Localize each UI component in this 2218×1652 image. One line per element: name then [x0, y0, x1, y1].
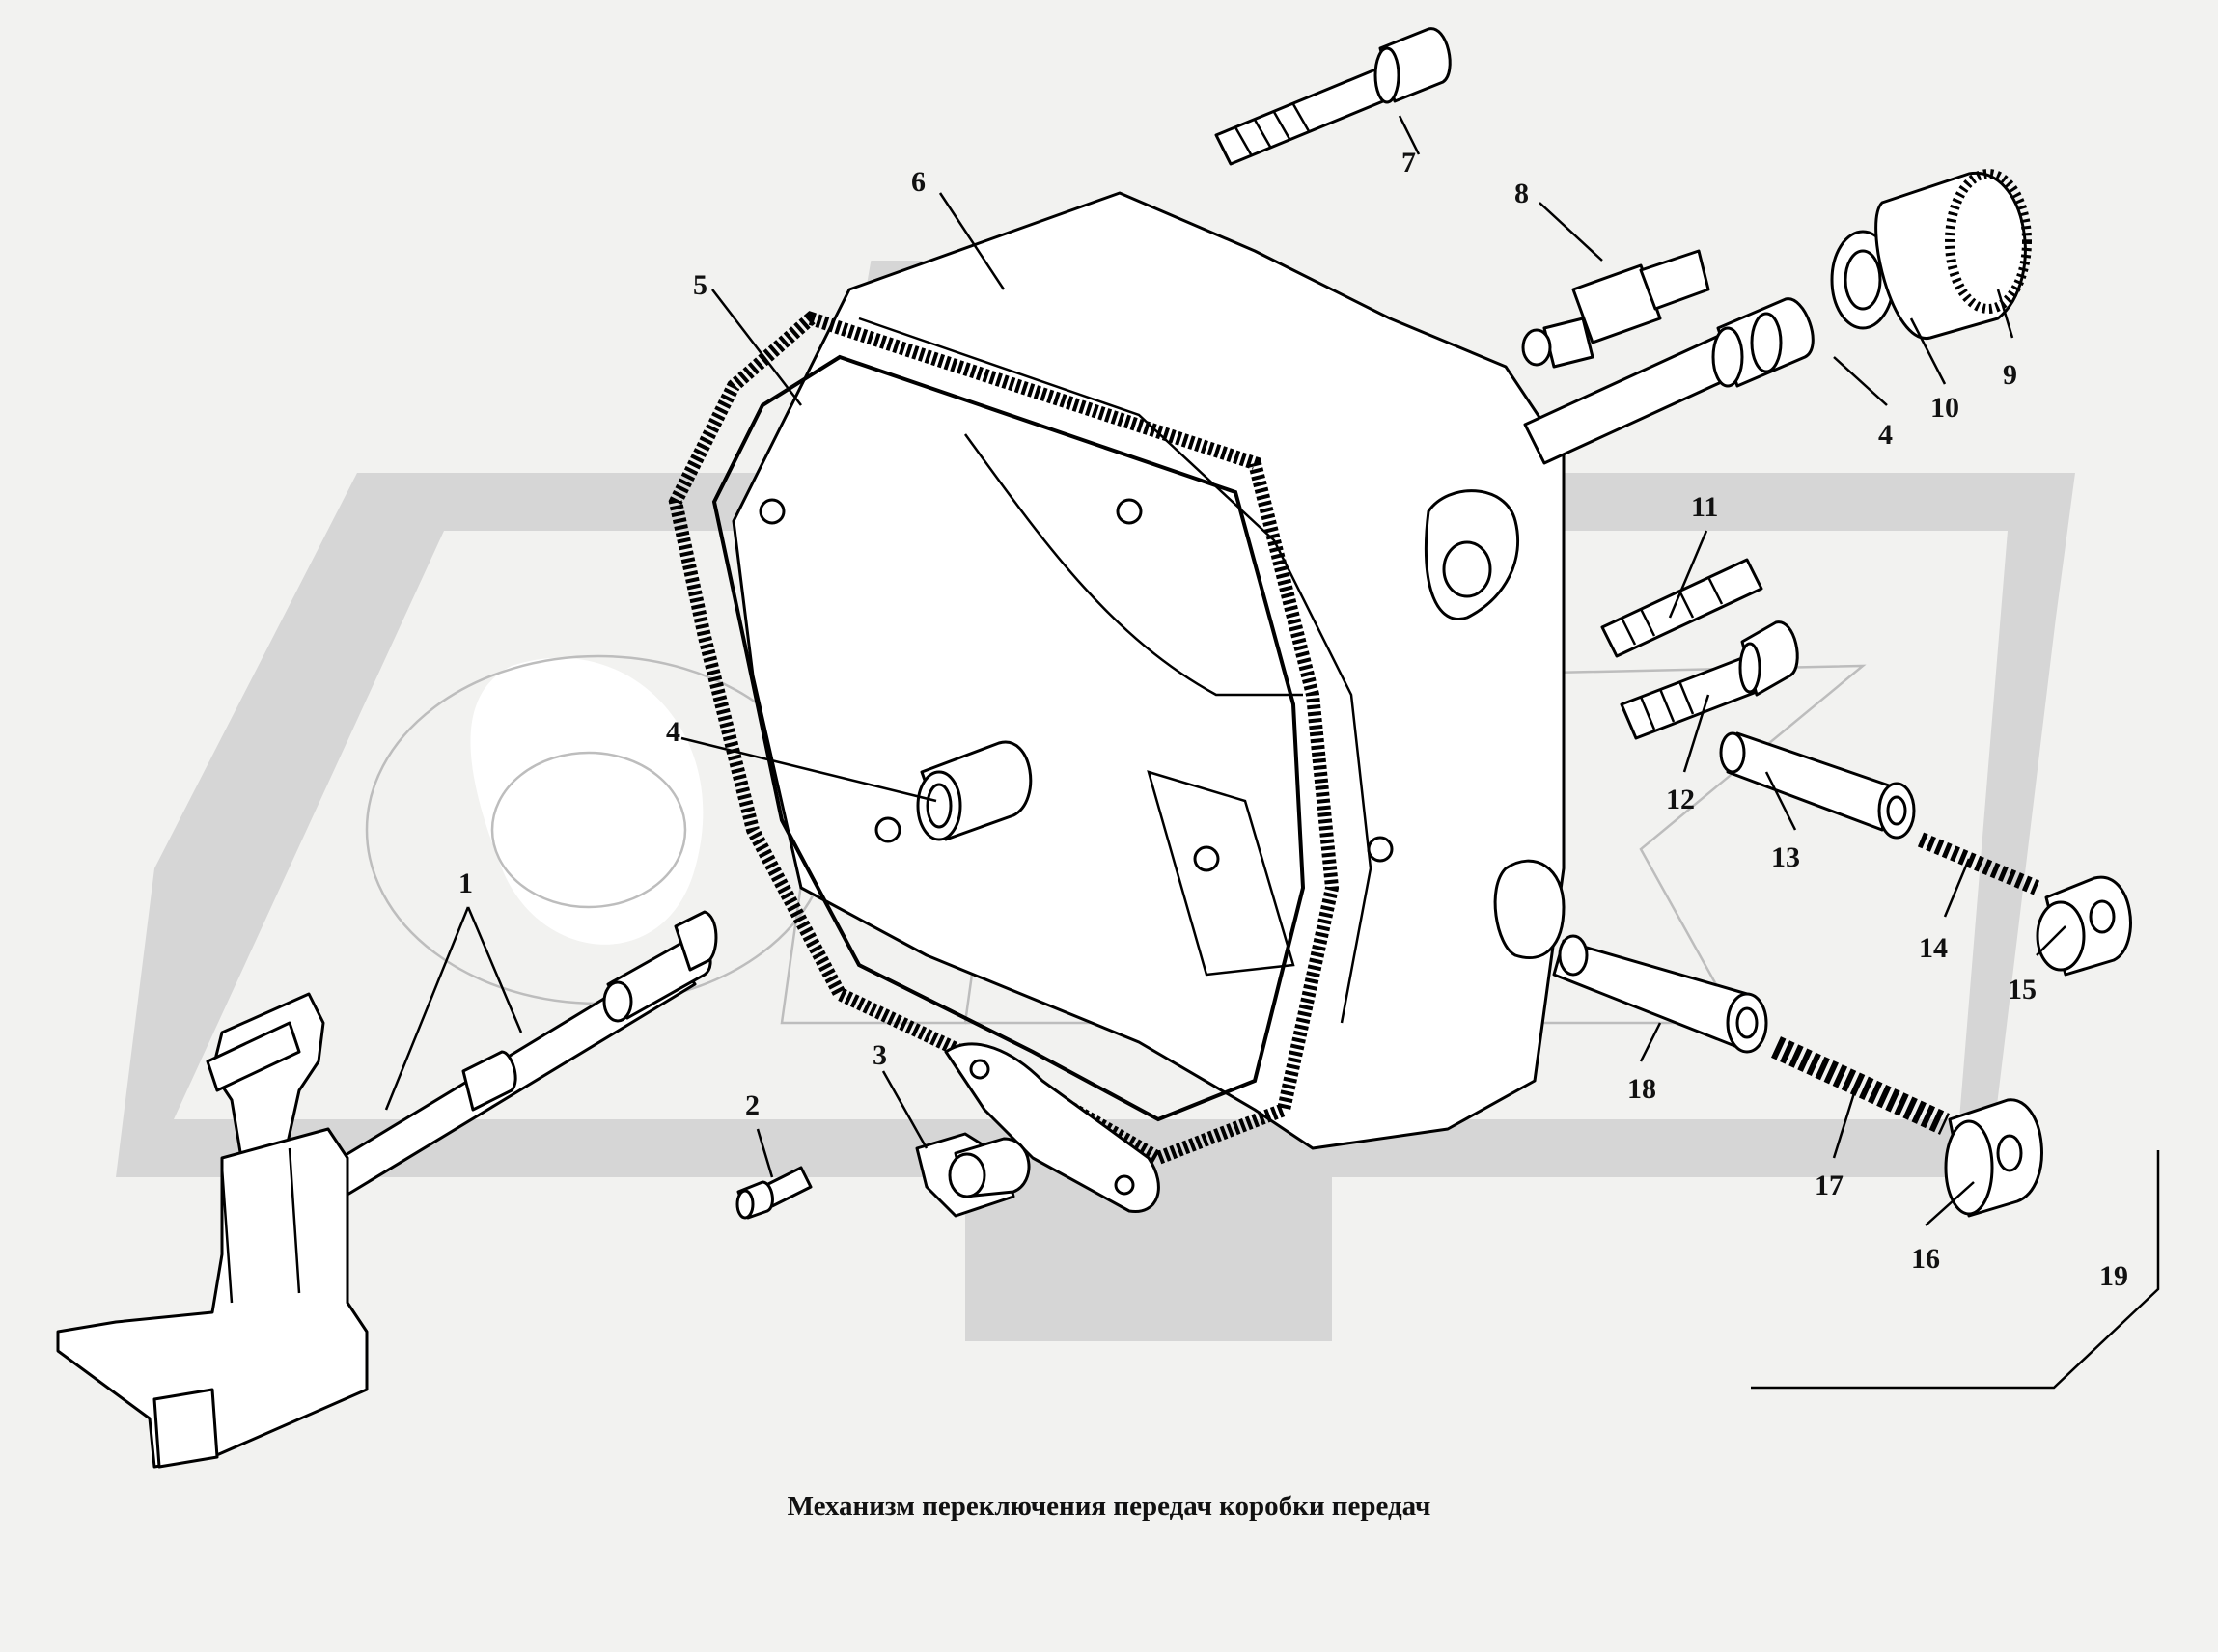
bolt-12	[1620, 620, 1799, 740]
bushing-4-lower	[916, 740, 1033, 841]
washer-15	[2036, 875, 2132, 977]
pin-13	[1719, 731, 1916, 840]
gearbox-housing-6	[732, 191, 1566, 1150]
callout-1: 1	[458, 867, 473, 899]
pin-18	[1552, 934, 1768, 1054]
callout-14: 14	[1919, 932, 1948, 964]
callout-11: 11	[1691, 491, 1718, 523]
callout-19: 19	[2099, 1260, 2128, 1292]
callout-4-upper: 4	[1878, 419, 1893, 451]
callout-16: 16	[1911, 1243, 1940, 1275]
callout-12: 12	[1666, 784, 1695, 815]
screw-2	[735, 1166, 813, 1220]
callout-5: 5	[693, 269, 707, 301]
diagram-caption: Механизм переключения передач коробки пе…	[787, 1491, 1431, 1522]
gasket-5	[668, 311, 1394, 1166]
callout-3: 3	[873, 1039, 887, 1071]
callout-4-lower: 4	[666, 716, 680, 748]
callout-18: 18	[1627, 1073, 1656, 1105]
knob-9	[1874, 169, 2032, 340]
shift-fork-assembly-1	[56, 910, 718, 1469]
callout-10: 10	[1930, 392, 1959, 424]
kit-frame-19	[1751, 1150, 2160, 1390]
spring-14	[1917, 832, 2040, 895]
callout-2: 2	[745, 1089, 760, 1121]
washer-16	[1944, 1098, 2043, 1218]
leader-lines	[384, 115, 2066, 1226]
bracket-3	[915, 1042, 1160, 1218]
callout-7: 7	[1401, 147, 1416, 179]
callout-labels: 1 2 3 4 4 5 6 7 8 9 10 11 12 13 14 15 16…	[458, 147, 2128, 1292]
stud-11	[1600, 558, 1763, 658]
callout-15: 15	[2008, 974, 2037, 1005]
sensor-8	[1521, 249, 1710, 369]
bolt-7	[1214, 27, 1452, 166]
spring-17	[1771, 1036, 1950, 1135]
callout-6: 6	[911, 166, 926, 198]
callout-17: 17	[1815, 1170, 1844, 1201]
callout-8: 8	[1514, 178, 1529, 209]
callout-9: 9	[2003, 359, 2017, 391]
callout-13: 13	[1771, 841, 1800, 873]
shift-rod-4	[1523, 297, 1815, 465]
